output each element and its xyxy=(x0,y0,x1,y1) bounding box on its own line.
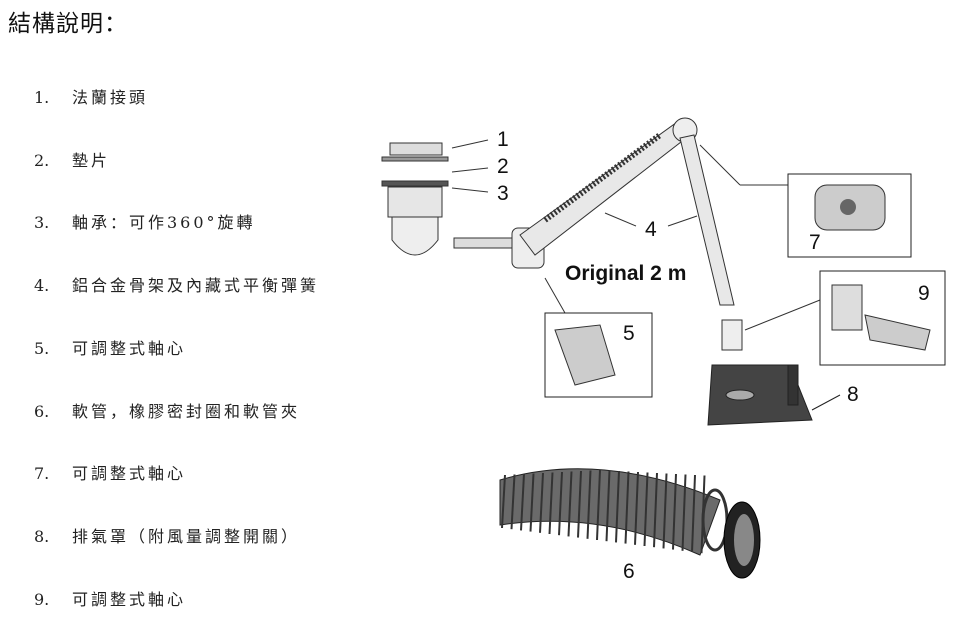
item-number: 3. xyxy=(34,213,50,233)
item-number: 7. xyxy=(34,464,50,484)
list-item: 9. 可調整式軸心 xyxy=(34,586,186,610)
list-item: 7. 可調整式軸心 xyxy=(34,460,186,484)
arm xyxy=(453,117,821,351)
list-item: 3. 軸承：可作360°旋轉 xyxy=(34,209,256,233)
hose xyxy=(499,468,761,579)
hose-rib xyxy=(548,472,554,535)
item-number: 8. xyxy=(34,526,50,546)
list-item: 1. 法蘭接頭 xyxy=(34,84,148,108)
item-number: 4. xyxy=(34,276,50,296)
label-6: 6 xyxy=(623,560,635,583)
flange-assembly xyxy=(381,139,489,256)
hose-rib xyxy=(558,471,563,536)
list-item: 6. 軟管，橡膠密封圈和軟管夾 xyxy=(34,398,300,422)
label-3: 3 xyxy=(497,182,509,205)
hose-rib xyxy=(643,472,649,547)
detail-box-9 xyxy=(819,270,946,366)
page-title: 結構說明： xyxy=(8,11,128,37)
label-1: 1 xyxy=(497,128,509,151)
item-text: 鋁合金骨架及內藏式平衡彈簧 xyxy=(72,276,320,296)
hose-rib xyxy=(520,473,525,531)
list-item: 2. 墊片 xyxy=(34,147,110,171)
hose-rib xyxy=(634,471,639,545)
hose-rib xyxy=(681,474,687,551)
item-text: 可調整式軸心 xyxy=(72,338,187,358)
label-7: 7 xyxy=(809,231,821,254)
detail-box-7 xyxy=(787,173,912,258)
list-item: 4. 鋁合金骨架及內藏式平衡彈簧 xyxy=(34,272,319,296)
hose-rib xyxy=(624,471,630,544)
hose-rib xyxy=(567,471,573,537)
hose-rib xyxy=(662,473,668,549)
item-number: 2. xyxy=(34,150,50,170)
exhaust-hood xyxy=(707,364,841,426)
item-text: 排氣罩（附風量調整開關） xyxy=(72,526,301,546)
list-item: 8. 排氣罩（附風量調整開關） xyxy=(34,523,300,547)
item-text: 可調整式軸心 xyxy=(72,589,187,609)
hose-rib xyxy=(586,470,592,539)
hose-rib xyxy=(615,470,620,543)
hose-rib xyxy=(501,474,506,529)
item-text: 墊片 xyxy=(72,150,111,170)
hose-rib xyxy=(672,473,677,550)
hose-rib xyxy=(691,474,696,553)
hose-rib xyxy=(577,470,582,538)
item-text: 法蘭接頭 xyxy=(72,88,149,107)
label-9: 9 xyxy=(918,282,930,305)
hose-rib xyxy=(529,473,535,532)
hose-rib xyxy=(539,472,544,533)
hose-rib xyxy=(510,474,516,530)
label-8: 8 xyxy=(847,383,859,406)
item-text: 可調整式軸心 xyxy=(72,464,187,484)
label-5: 5 xyxy=(623,322,635,345)
hose-rib xyxy=(653,472,658,548)
hose-rib xyxy=(605,470,611,542)
item-number: 1. xyxy=(34,88,50,107)
label-2: 2 xyxy=(497,155,509,178)
item-number: 9. xyxy=(34,589,50,609)
detail-box-5 xyxy=(544,312,653,398)
hose-rib xyxy=(596,469,601,541)
list-item: 5. 可調整式軸心 xyxy=(34,335,186,359)
item-text: 軟管，橡膠密封圈和軟管夾 xyxy=(72,401,301,421)
item-number: 6. xyxy=(34,401,50,421)
label-4: 4 xyxy=(645,218,657,241)
arm-length-caption: Original 2 m xyxy=(565,262,686,285)
item-text: 軸承：可作360°旋轉 xyxy=(72,213,256,233)
item-number: 5. xyxy=(34,338,50,358)
